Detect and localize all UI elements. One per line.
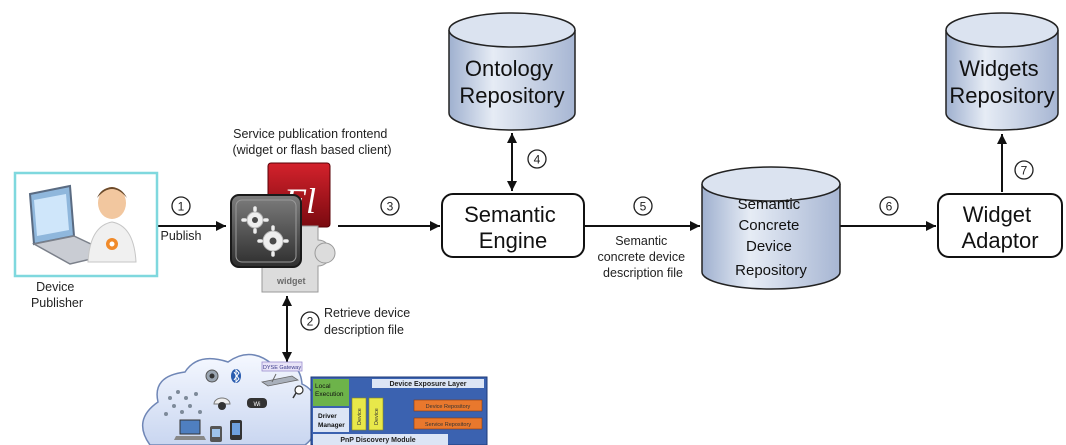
svg-text:Wi: Wi	[254, 402, 261, 408]
step-7-number: 7	[1021, 164, 1028, 178]
step-4-number: 4	[534, 153, 541, 167]
driver-manager-label: Driver Manager	[318, 413, 345, 429]
step-5-number: 5	[640, 200, 647, 214]
device-network-cloud: Wi	[141, 353, 316, 445]
step-5-label: Semantic concrete device description fil…	[597, 234, 688, 280]
discovery-module-label: PnP Discovery Module	[340, 437, 415, 444]
step-6-badge: 6	[879, 196, 899, 216]
sensor-nodes-icon	[164, 390, 202, 416]
step-5-badge: 5	[633, 196, 653, 216]
step-2-number: 2	[307, 315, 314, 329]
semantic-engine-box: Semantic Engine	[441, 193, 585, 258]
camera-icon	[213, 397, 231, 410]
semantic-concrete-repository-cylinder: Semantic Concrete Device Repository	[701, 166, 841, 290]
step-2-badge: 2	[300, 311, 320, 331]
user-icon	[87, 187, 137, 263]
dyse-gateway-label: DYSE Gateway	[263, 365, 301, 371]
widget-caption: widget	[276, 276, 306, 286]
widgets-repository-cylinder: Widgets Repository	[945, 12, 1059, 131]
device-publisher-label: Device Publisher	[31, 280, 83, 310]
semantic-concrete-repository-label: Semantic Concrete Device Repository	[735, 196, 807, 279]
widget-adaptor-box: Widget Adaptor	[937, 193, 1063, 258]
widgets-repository-label: Widgets Repository	[949, 56, 1054, 108]
exposure-layer-title: Device Exposure Layer	[389, 381, 466, 388]
dyse-gateway: DYSE Gateway	[260, 361, 304, 399]
step-7-badge: 7	[1014, 160, 1034, 180]
step-6-number: 6	[886, 200, 893, 214]
pda-icon	[210, 426, 222, 442]
phone-icon	[230, 420, 242, 440]
magnifier-icon	[292, 385, 304, 399]
widget-gears-icon: widget	[230, 194, 336, 293]
router-icon	[260, 373, 300, 387]
frontend-title: Service publication frontend (widget or …	[232, 127, 391, 157]
step-3-badge: 3	[380, 196, 400, 216]
step-2-label: Retrieve device description file	[324, 306, 414, 337]
device-publisher	[13, 171, 159, 278]
step-4-badge: 4	[527, 149, 547, 169]
ontology-repository-cylinder: Ontology Repository	[448, 12, 576, 131]
step-1-number: 1	[178, 200, 185, 214]
widget-adaptor-label: Widget Adaptor	[961, 202, 1038, 253]
laptop-device-icon	[174, 419, 206, 440]
ontology-repository-label: Ontology Repository	[459, 56, 564, 108]
device-service-a-label: Device	[357, 408, 363, 425]
local-execution-label: Local Execution	[315, 383, 344, 398]
semantic-engine-label: Semantic Engine	[464, 202, 562, 253]
wifi-device-icon: Wi	[247, 398, 267, 408]
device-service-b-label: Device	[374, 408, 380, 425]
step-3-number: 3	[387, 200, 394, 214]
device-repository-label: Device Repository	[426, 404, 471, 410]
webcam-icon	[205, 369, 219, 383]
service-repository-label: Service Repository	[425, 422, 471, 428]
step-1-label: Publish	[161, 229, 202, 243]
bluetooth-icon	[231, 368, 241, 384]
device-exposure-layer-panel: Device Exposure Layer Local Execution Dr…	[310, 376, 488, 445]
step-1-badge: 1	[171, 196, 191, 216]
